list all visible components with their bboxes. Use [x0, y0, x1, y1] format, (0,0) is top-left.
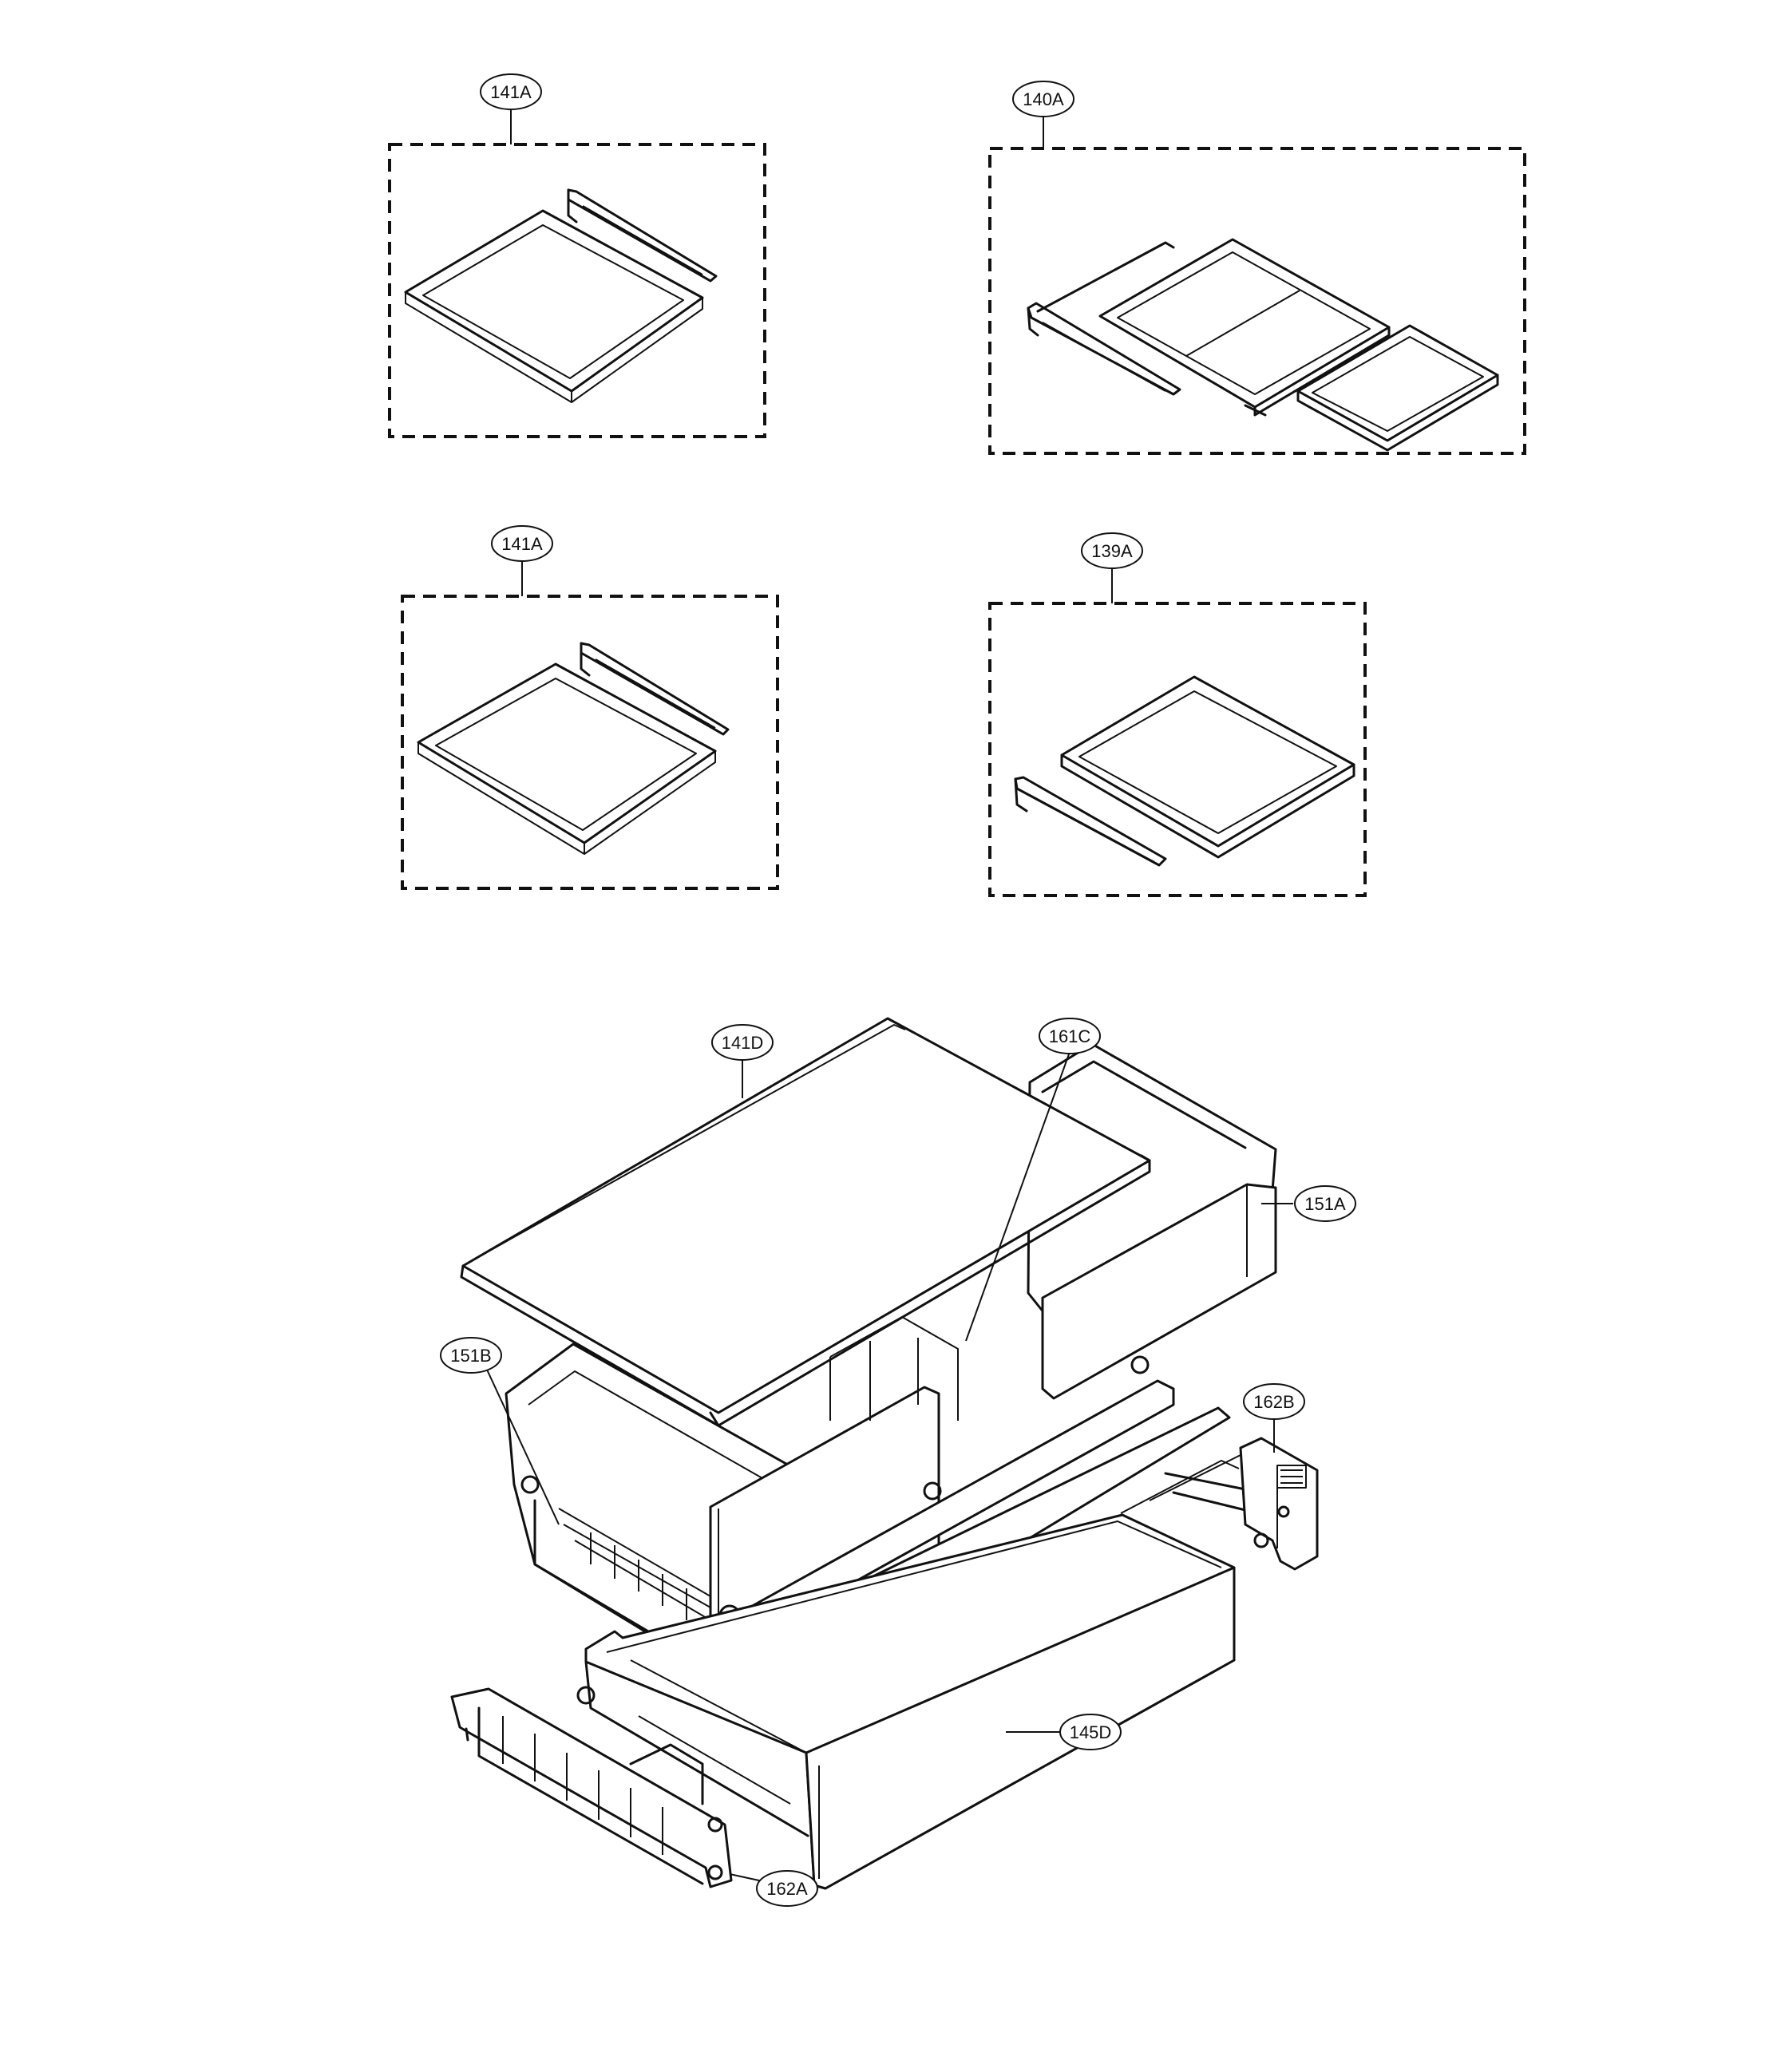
assembly-141a-top: [388, 109, 766, 438]
knob-icon: [1253, 1532, 1269, 1548]
knob-icon: [1130, 1355, 1150, 1374]
knob-icon: [707, 1817, 723, 1833]
assembly-141a-middle-dashed-box: [401, 595, 779, 890]
callout-label: 140A: [1023, 89, 1064, 109]
bottom-drawer-part: [576, 1452, 1255, 1890]
assembly-139a-dashed-box: [988, 602, 1367, 897]
callout-141d: 141D: [711, 1024, 774, 1061]
knob-icon: [923, 1481, 942, 1501]
glass-shelf-part: [417, 662, 717, 855]
knob-icon: [707, 1864, 723, 1880]
center-frame-part: [1098, 238, 1391, 417]
left-end-cap-part: [450, 1687, 733, 1888]
assembly-139a: [988, 568, 1367, 897]
callout-label: 161C: [1049, 1026, 1091, 1046]
shelf-bracket-part: [580, 642, 730, 736]
left-bracket-part: [1027, 241, 1181, 396]
glass-shelf-part: [404, 209, 704, 403]
assembly-141a-top-dashed-box: [388, 143, 766, 438]
callout-141a-top: 141A: [480, 73, 542, 110]
leader-lines: [486, 1051, 1293, 1883]
crisper-assembly: [450, 1017, 1319, 1890]
callout-145d: 145D: [1059, 1714, 1122, 1750]
knob-icon: [520, 1475, 540, 1494]
callout-label: 162A: [766, 1879, 808, 1899]
callout-161c: 161C: [1039, 1018, 1101, 1054]
callout-141a-middle: 141A: [491, 525, 553, 562]
assembly-141a-middle: [401, 561, 779, 890]
callout-label: 151A: [1304, 1194, 1346, 1214]
assembly-140a-dashed-box: [988, 147, 1526, 455]
callout-label: 151B: [450, 1346, 491, 1366]
callout-139a: 139A: [1081, 532, 1143, 569]
right-end-cap-part: [1239, 1437, 1319, 1571]
callout-162a: 162A: [756, 1870, 818, 1907]
shelf-bracket-part: [567, 188, 718, 283]
callout-label: 141D: [722, 1033, 764, 1053]
callout-label: 145D: [1070, 1722, 1112, 1742]
knob-icon: [576, 1686, 596, 1705]
callout-label: 139A: [1091, 541, 1133, 561]
callout-140a: 140A: [1012, 81, 1074, 117]
glass-panel-part: [1296, 324, 1499, 452]
callout-label: 162B: [1253, 1392, 1294, 1412]
callout-label: 141A: [490, 82, 532, 102]
glass-shelf-part: [1060, 675, 1355, 859]
knob-icon: [1277, 1505, 1290, 1518]
callout-151a: 151A: [1294, 1185, 1356, 1222]
drawer-rail-detail: [558, 1508, 711, 1621]
assembly-140a: [988, 113, 1526, 455]
right-drawer-part: [1027, 1042, 1277, 1400]
glass-cover-part: [460, 1017, 1151, 1427]
shelf-bracket-part: [1014, 776, 1167, 867]
callout-162b: 162B: [1243, 1383, 1305, 1420]
callout-label: 141A: [501, 534, 543, 554]
callout-151b: 151B: [440, 1337, 502, 1374]
